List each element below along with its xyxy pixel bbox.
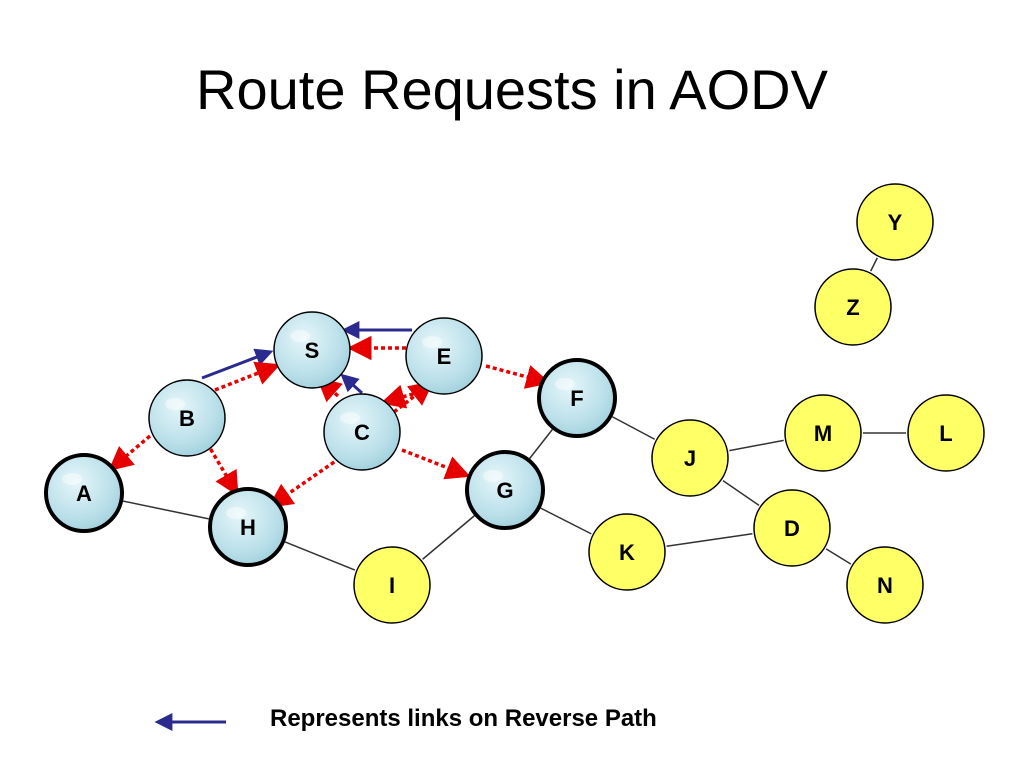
node-l-circle	[907, 394, 985, 472]
node-g-highlight	[483, 470, 503, 482]
node-e-circle	[405, 317, 483, 395]
link-f-j	[611, 416, 656, 440]
rreq-arrow-e-f	[485, 364, 551, 389]
node-f-highlight	[555, 378, 575, 390]
link-y-z	[870, 257, 878, 272]
node-y: Y	[856, 183, 934, 261]
node-j-circle	[651, 419, 729, 497]
node-s-label: S	[305, 338, 320, 363]
node-f-circle	[537, 358, 617, 438]
node-n: N	[846, 546, 924, 624]
node-g: G	[465, 450, 545, 530]
node-b: B	[148, 379, 226, 457]
node-j: J	[651, 419, 729, 497]
link-a-h	[123, 500, 209, 520]
slide-title: Route Requests in AODV	[196, 58, 828, 121]
node-i-circle	[353, 546, 431, 624]
node-g-label: G	[496, 478, 513, 503]
node-g-circle	[465, 450, 545, 530]
link-j-d	[722, 480, 760, 506]
legend-text: Represents links on Reverse Path	[270, 705, 657, 732]
node-b-highlight	[165, 398, 185, 410]
link-h-i	[284, 541, 356, 571]
node-j-label: J	[684, 446, 696, 471]
node-y-circle	[856, 183, 934, 261]
node-e-label: E	[437, 344, 452, 369]
node-z-circle	[814, 268, 892, 346]
rreq-arrow-e-c	[380, 384, 421, 409]
link-i-g	[422, 515, 475, 560]
node-k: K	[588, 513, 666, 591]
node-f: F	[537, 358, 617, 438]
node-d-circle	[753, 489, 831, 567]
node-c-circle	[323, 393, 401, 471]
node-f-label: F	[570, 386, 583, 411]
node-h-circle	[208, 487, 288, 567]
node-k-label: K	[619, 540, 635, 565]
node-i: I	[353, 546, 431, 624]
node-c-highlight	[340, 412, 360, 424]
node-y-label: Y	[888, 210, 903, 235]
rreq-arrow-c-h	[267, 456, 341, 508]
node-m-label: M	[814, 421, 832, 446]
rreq-arrow-b-h	[205, 442, 239, 497]
node-c: C	[323, 393, 401, 471]
route-request-layer	[108, 335, 551, 508]
node-a-circle	[44, 453, 124, 533]
node-z-label: Z	[846, 295, 859, 320]
reverse-arrow-b-s	[201, 348, 274, 380]
node-c-label: C	[354, 420, 370, 445]
node-s-highlight	[290, 330, 310, 342]
link-k-d	[666, 533, 753, 547]
links-layer	[123, 257, 906, 571]
reverse-arrow-c-s	[340, 373, 364, 395]
node-a-highlight	[62, 473, 82, 485]
node-s-circle	[273, 311, 351, 389]
link-j-m	[729, 439, 784, 452]
link-g-f	[529, 429, 553, 459]
node-b-label: B	[179, 406, 195, 431]
rreq-arrow-c-g	[401, 448, 471, 480]
node-s: S	[273, 311, 351, 389]
node-l: L	[907, 394, 985, 472]
node-e-highlight	[422, 336, 442, 348]
node-l-label: L	[939, 421, 952, 446]
node-i-label: I	[389, 573, 395, 598]
node-e: E	[405, 317, 483, 395]
rreq-arrow-b-a	[108, 434, 152, 472]
node-k-circle	[588, 513, 666, 591]
node-a-label: A	[76, 481, 92, 506]
node-h: H	[208, 487, 288, 567]
reverse-path-legend-arrow-icon	[154, 713, 226, 731]
nodes-layer: S E B C F A H G I J K M L D N Y Z	[44, 183, 985, 624]
node-m: M	[784, 394, 862, 472]
reverse-path-layer	[201, 321, 412, 395]
node-n-label: N	[877, 573, 893, 598]
node-a: A	[44, 453, 124, 533]
link-d-n	[825, 548, 852, 565]
node-n-circle	[846, 546, 924, 624]
link-g-k	[540, 507, 592, 535]
node-h-label: H	[240, 515, 256, 540]
legend: Represents links on Reverse Path	[150, 700, 910, 740]
node-b-circle	[148, 379, 226, 457]
node-m-circle	[784, 394, 862, 472]
rreq-arrow-b-s	[214, 361, 281, 392]
node-z: Z	[814, 268, 892, 346]
node-d-label: D	[784, 516, 800, 541]
node-d: D	[753, 489, 831, 567]
node-h-highlight	[226, 507, 246, 519]
